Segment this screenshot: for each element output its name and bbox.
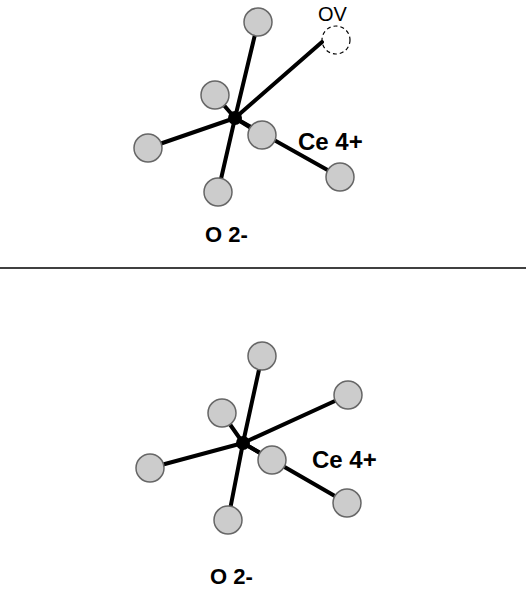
- cerium-atom: [228, 111, 242, 125]
- ion-label: O 2-: [205, 224, 248, 246]
- ion-label: O 2-: [210, 566, 253, 588]
- oxygen-vacancy: [322, 26, 350, 54]
- divider-line: [0, 267, 526, 269]
- cerium-atom: [236, 436, 250, 450]
- bonds: [148, 22, 348, 520]
- ion-label: Ce 4+: [298, 130, 363, 154]
- vacancy-label: OV: [318, 4, 347, 24]
- ion-label: Ce 4+: [312, 448, 377, 472]
